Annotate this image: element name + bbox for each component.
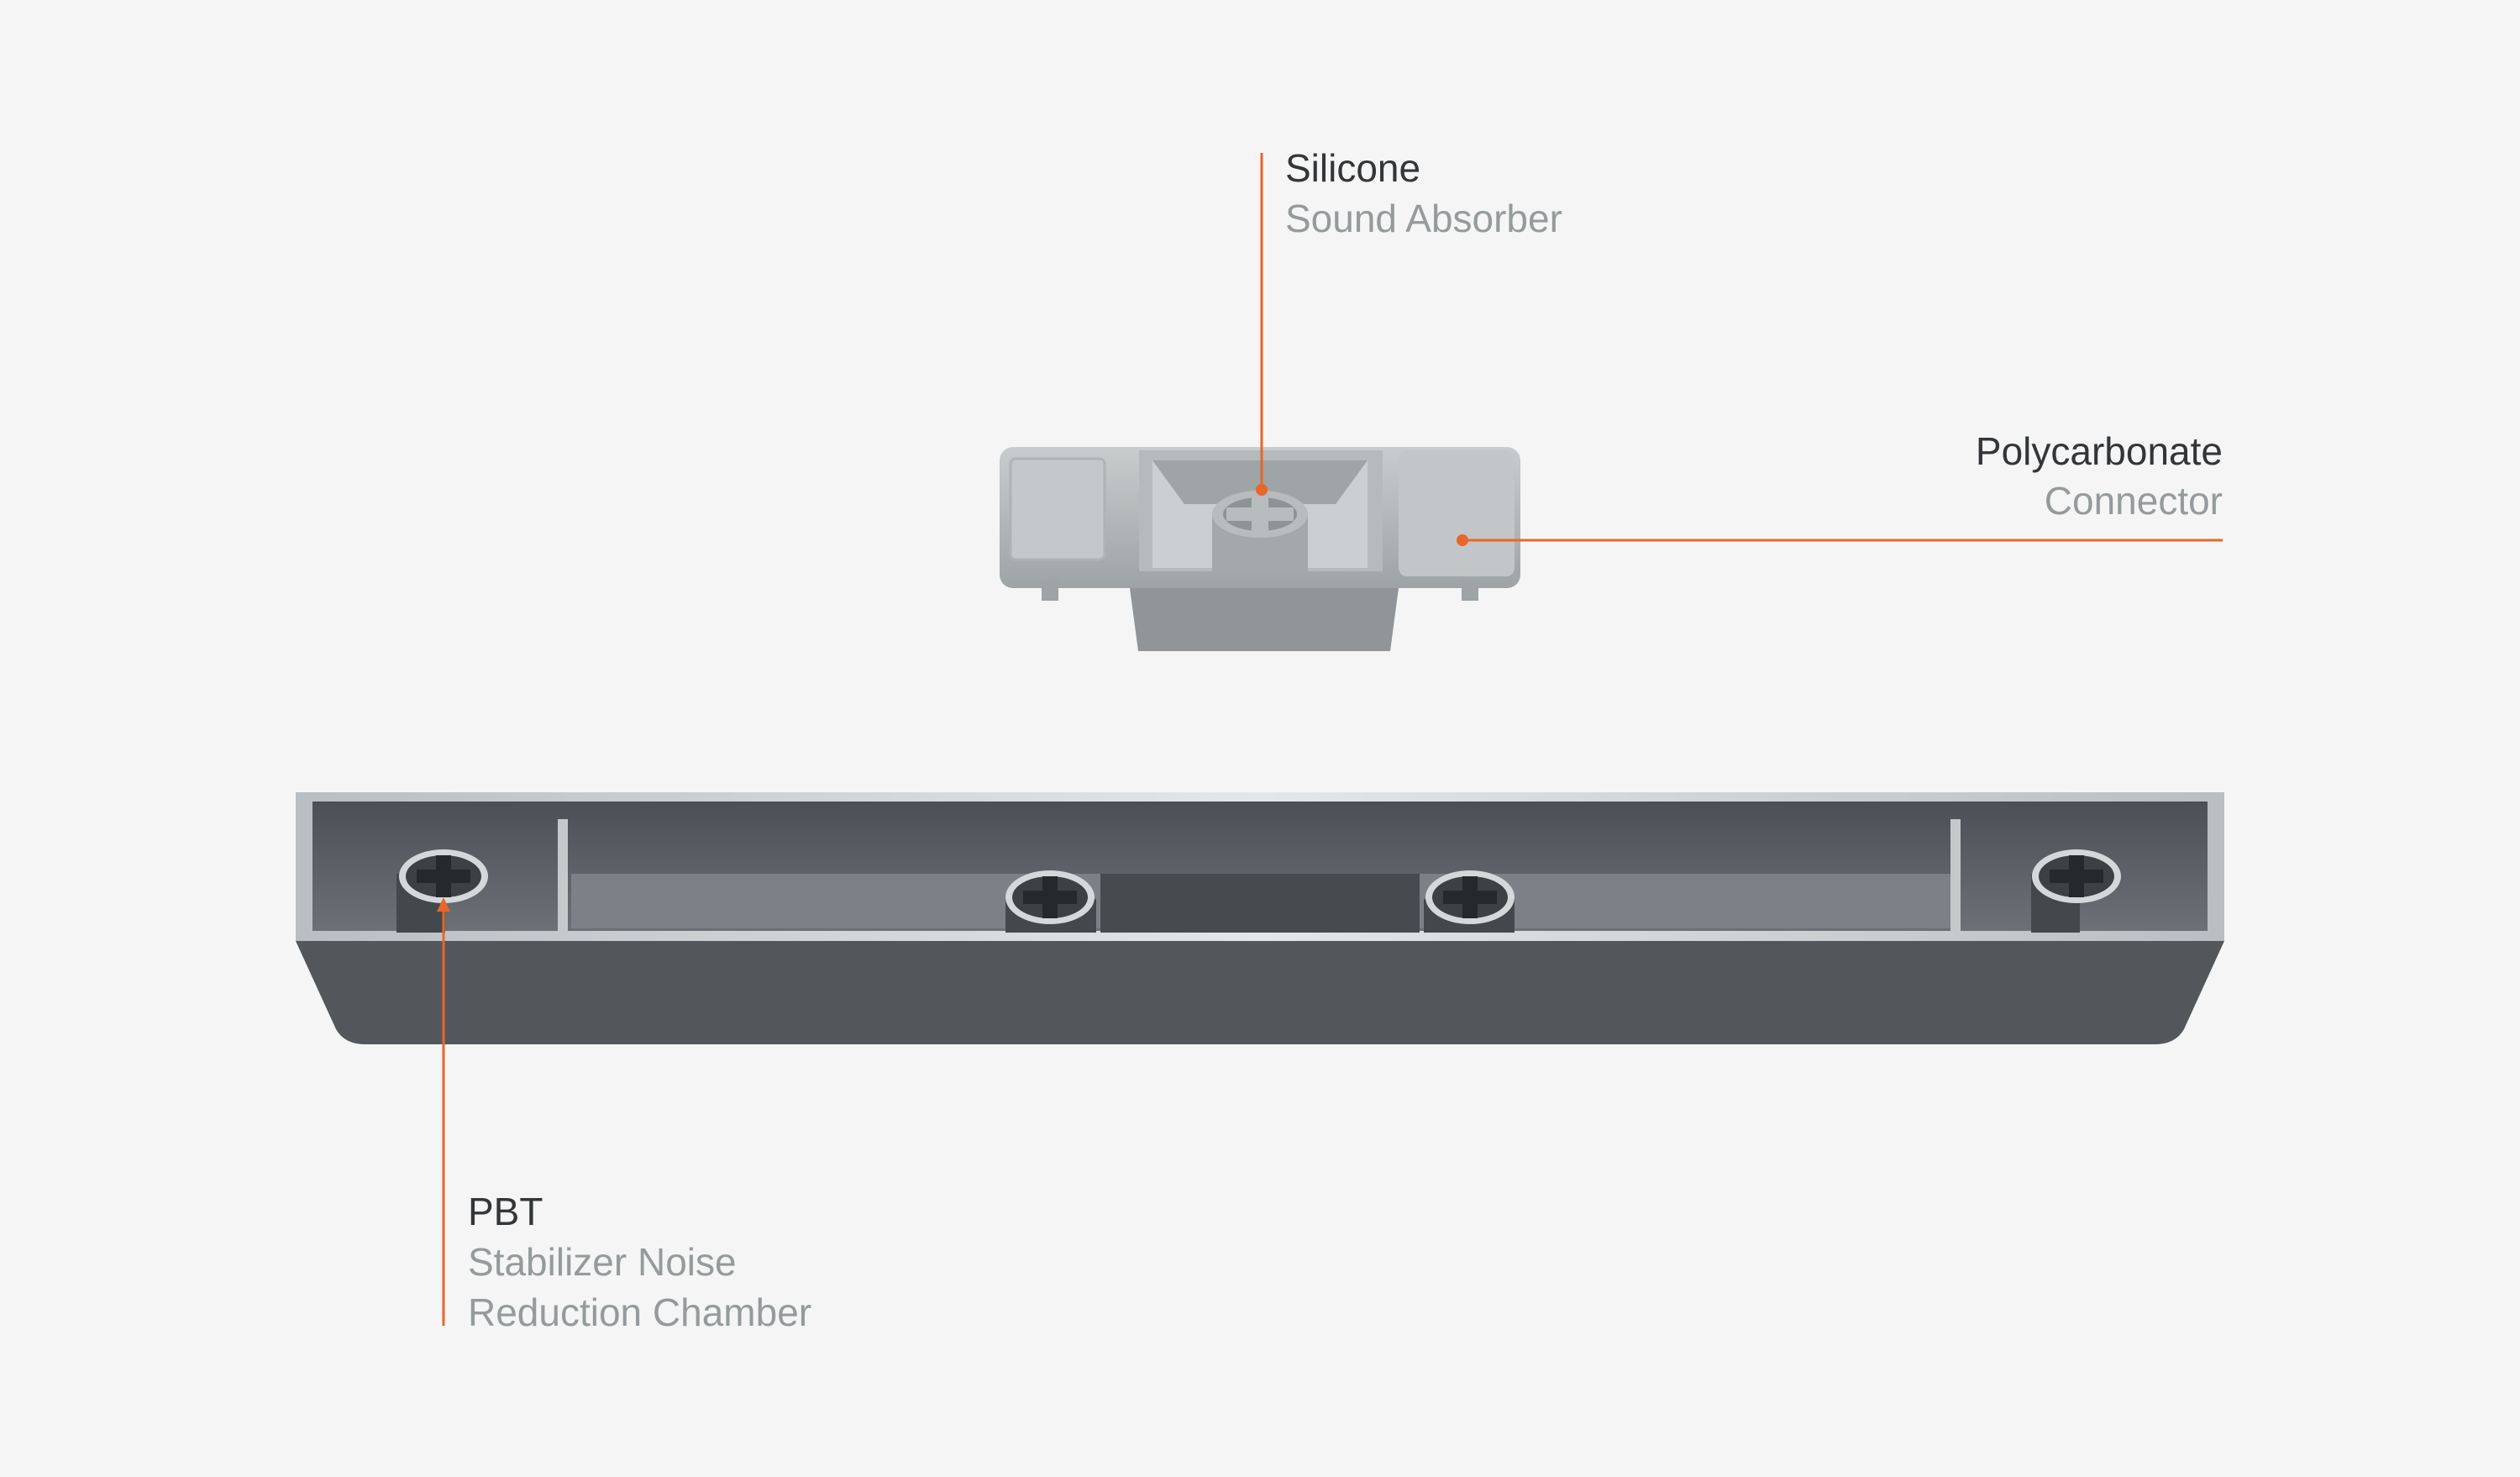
polycarbonate-leader-dot (1457, 534, 1468, 546)
callout-material: Polycarbonate (1975, 429, 2223, 473)
callout-material: PBT (468, 1190, 543, 1233)
callout-description: Sound Absorber (1285, 197, 1562, 240)
callout-description: Connector (2044, 479, 2223, 523)
callout-description: Stabilizer Noise (468, 1240, 737, 1284)
silicone-leader-dot (1256, 484, 1268, 496)
stabilizer-connector (1000, 447, 1520, 651)
pbt-leader-arrow (437, 897, 450, 912)
cross-stems (399, 849, 2121, 924)
stabilizer-housing (296, 792, 2224, 1044)
callout-description: Reduction Chamber (468, 1290, 812, 1334)
callout-material: Silicone (1285, 146, 1421, 190)
